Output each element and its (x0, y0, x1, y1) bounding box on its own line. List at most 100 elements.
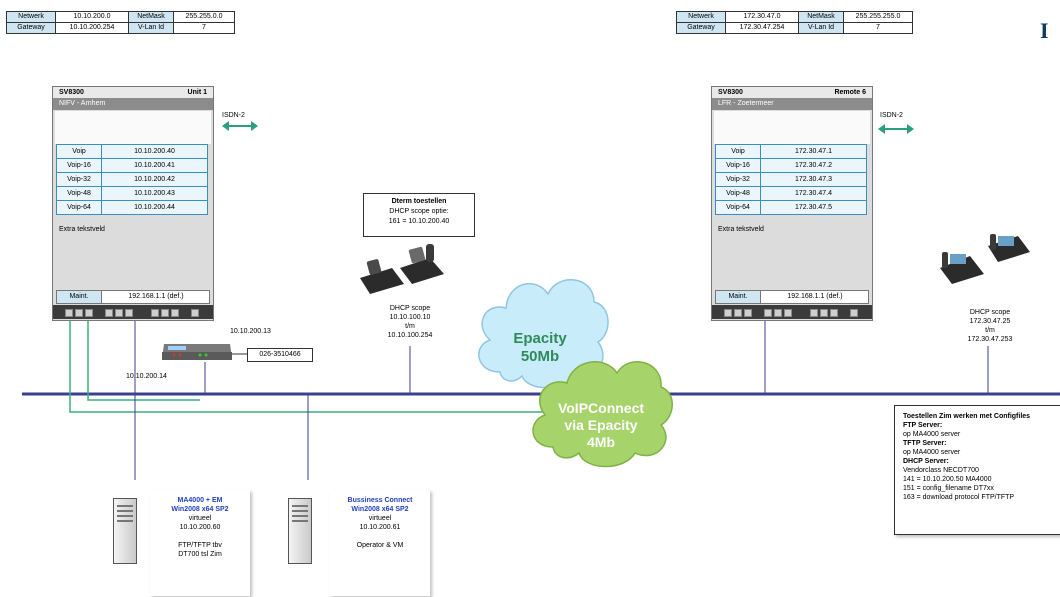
server1-spacer (150, 532, 250, 541)
vlan-value: 7 (173, 22, 235, 34)
remote6-port-strip (712, 305, 872, 319)
dterm-line1: DHCP scope optie: (389, 208, 449, 215)
server2-line: 10.10.200.61 (359, 524, 401, 531)
unit1-location: NIFV - Arnhem (53, 98, 213, 110)
dhcp-line: 172.30.47.253 (967, 336, 1013, 343)
server2-bold-line: Bussiness Connect (347, 497, 413, 504)
desk-phones-right-icon (940, 234, 1030, 284)
remote6-maint: Maint. 192.168.1.1 (def.) (715, 290, 869, 304)
dhcp-line: DHCP scope (969, 309, 1011, 316)
router-number-box: 026-3510466 (247, 348, 313, 362)
server1-icon (113, 498, 137, 564)
green-link-unit1 (69, 318, 560, 413)
dhcp-line: 10.10.100.254 (387, 332, 433, 339)
unit1-unit: Unit 1 (187, 89, 207, 96)
server1-line: DT700 tsl Zim (178, 551, 222, 558)
voip-name: Voip (56, 144, 102, 159)
config-line: DHCP Server: (903, 458, 949, 465)
voip-ip: 10.10.200.42 (101, 172, 208, 187)
unit1-isdn-label: ISDN-2 (222, 112, 245, 119)
config-line: 141 = 10.10.200.50 MA4000 (903, 476, 992, 483)
desk-phones-left-icon (360, 244, 444, 294)
maint-label: Maint. (716, 291, 761, 303)
server2-line: virtueel (368, 515, 392, 522)
router-ip-top: 10.10.200.13 (230, 328, 271, 335)
right-network-table: Netwerk 172.30.47.0 NetMask 255.255.255.… (676, 11, 913, 34)
corner-logo: I (1040, 18, 1049, 43)
config-line: 163 = download protocol FTP/TFTP (903, 494, 1015, 501)
voipconnect-label: VoIPConnect via Epacity 4Mb (535, 400, 667, 451)
unit1-maint: Maint. 192.168.1.1 (def.) (56, 290, 210, 304)
remote6-model: SV8300 (718, 89, 743, 96)
voip-ip: 10.10.200.44 (101, 200, 208, 215)
voip-name: Voip-48 (56, 186, 102, 201)
voip-ip: 172.30.47.2 (760, 158, 867, 173)
remote6-isdn-label: ISDN-2 (880, 112, 903, 119)
config-lines: Toestellen Zim werken met Configfiles FT… (895, 406, 1060, 502)
dhcp-line: 172.30.47.25 (969, 318, 1011, 325)
unit1-port-strip (53, 305, 213, 319)
voipconnect-cloud (532, 361, 673, 468)
server1-line: FTP/TFTP tbv (178, 542, 222, 549)
voip-ip: 172.30.47.5 (760, 200, 867, 215)
voip-ip: 172.30.47.1 (760, 144, 867, 159)
config-line: op MA4000 server (903, 431, 961, 438)
vlan-label: V-Lan Id (798, 22, 844, 34)
voip-ip: 10.10.200.40 (101, 144, 208, 159)
epacity-label: Epacity 50Mb (480, 330, 600, 366)
server2-icon (288, 498, 312, 564)
voip-ip: 172.30.47.3 (760, 172, 867, 187)
server2-label: Bussiness Connect Win2008 x64 SP2 virtue… (330, 490, 430, 596)
dhcp-line: 10.10.100.10 (389, 314, 431, 321)
epacity-line: 50Mb (520, 348, 560, 365)
maint-value: 192.168.1.1 (def.) (128, 293, 184, 300)
voip-name: Voip-64 (56, 200, 102, 215)
voip-ip: 172.30.47.4 (760, 186, 867, 201)
netmask-label: NetMask (798, 11, 844, 23)
remote6-isdn-arrow (878, 124, 914, 134)
voip-name: Voip-48 (715, 186, 761, 201)
remote6-header: SV8300 Remote 6 (712, 87, 872, 98)
remote6-blank (714, 111, 870, 144)
dterm-box: Dterm toestellen DHCP scope optie: 161 =… (363, 193, 475, 237)
vlan-value: 7 (843, 22, 913, 34)
server1-bold-line: Win2008 x64 SP2 (171, 506, 229, 513)
config-line: op MA4000 server (903, 449, 961, 456)
server1-label: MA4000 + EM Win2008 x64 SP2 virtueel 10.… (150, 490, 250, 596)
server1-line: 10.10.200.60 (179, 524, 221, 531)
voipconnect-line: via Epacity (564, 417, 638, 433)
voip-ip: 10.10.200.43 (101, 186, 208, 201)
epacity-line: Epacity (513, 330, 567, 347)
voip-name: Voip (715, 144, 761, 159)
server2-bold-line: Win2008 x64 SP2 (351, 506, 409, 513)
config-line: 151 = config_filename DT7xx (903, 485, 994, 492)
remote6-unit: Remote 6 (834, 89, 866, 96)
voip-name: Voip-16 (56, 158, 102, 173)
dterm-line2: 161 = 10.10.200.40 (388, 218, 450, 225)
right-dhcp: DHCP scope 172.30.47.25 t/m 172.30.47.25… (952, 308, 1028, 344)
server2-spacer (330, 532, 430, 541)
server1-line: virtueel (188, 515, 212, 522)
dterm-title: Dterm toestellen (391, 198, 447, 205)
voip-name: Voip-64 (715, 200, 761, 215)
config-line: TFTP Server: (903, 440, 947, 447)
green-link-router (87, 318, 200, 401)
dhcp-line: t/m (405, 323, 415, 330)
epacity-cloud (478, 279, 609, 389)
unit1-header: SV8300 Unit 1 (53, 87, 213, 98)
unit1-isdn-arrow (222, 121, 258, 131)
config-box: Toestellen Zim werken met Configfiles FT… (894, 405, 1060, 535)
unit1-blank (55, 111, 211, 144)
maint-label: Maint. (57, 291, 102, 303)
unit1-model: SV8300 (59, 89, 84, 96)
gateway-value: 172.30.47.254 (725, 22, 799, 34)
config-line: FTP Server: (903, 422, 943, 429)
server2-line: Operator & VM (356, 542, 404, 549)
config-line: Vendorclass NECDT700 (903, 467, 979, 474)
voipconnect-line: 4Mb (587, 434, 615, 450)
left-dhcp: DHCP scope 10.10.100.10 t/m 10.10.100.25… (372, 304, 448, 340)
